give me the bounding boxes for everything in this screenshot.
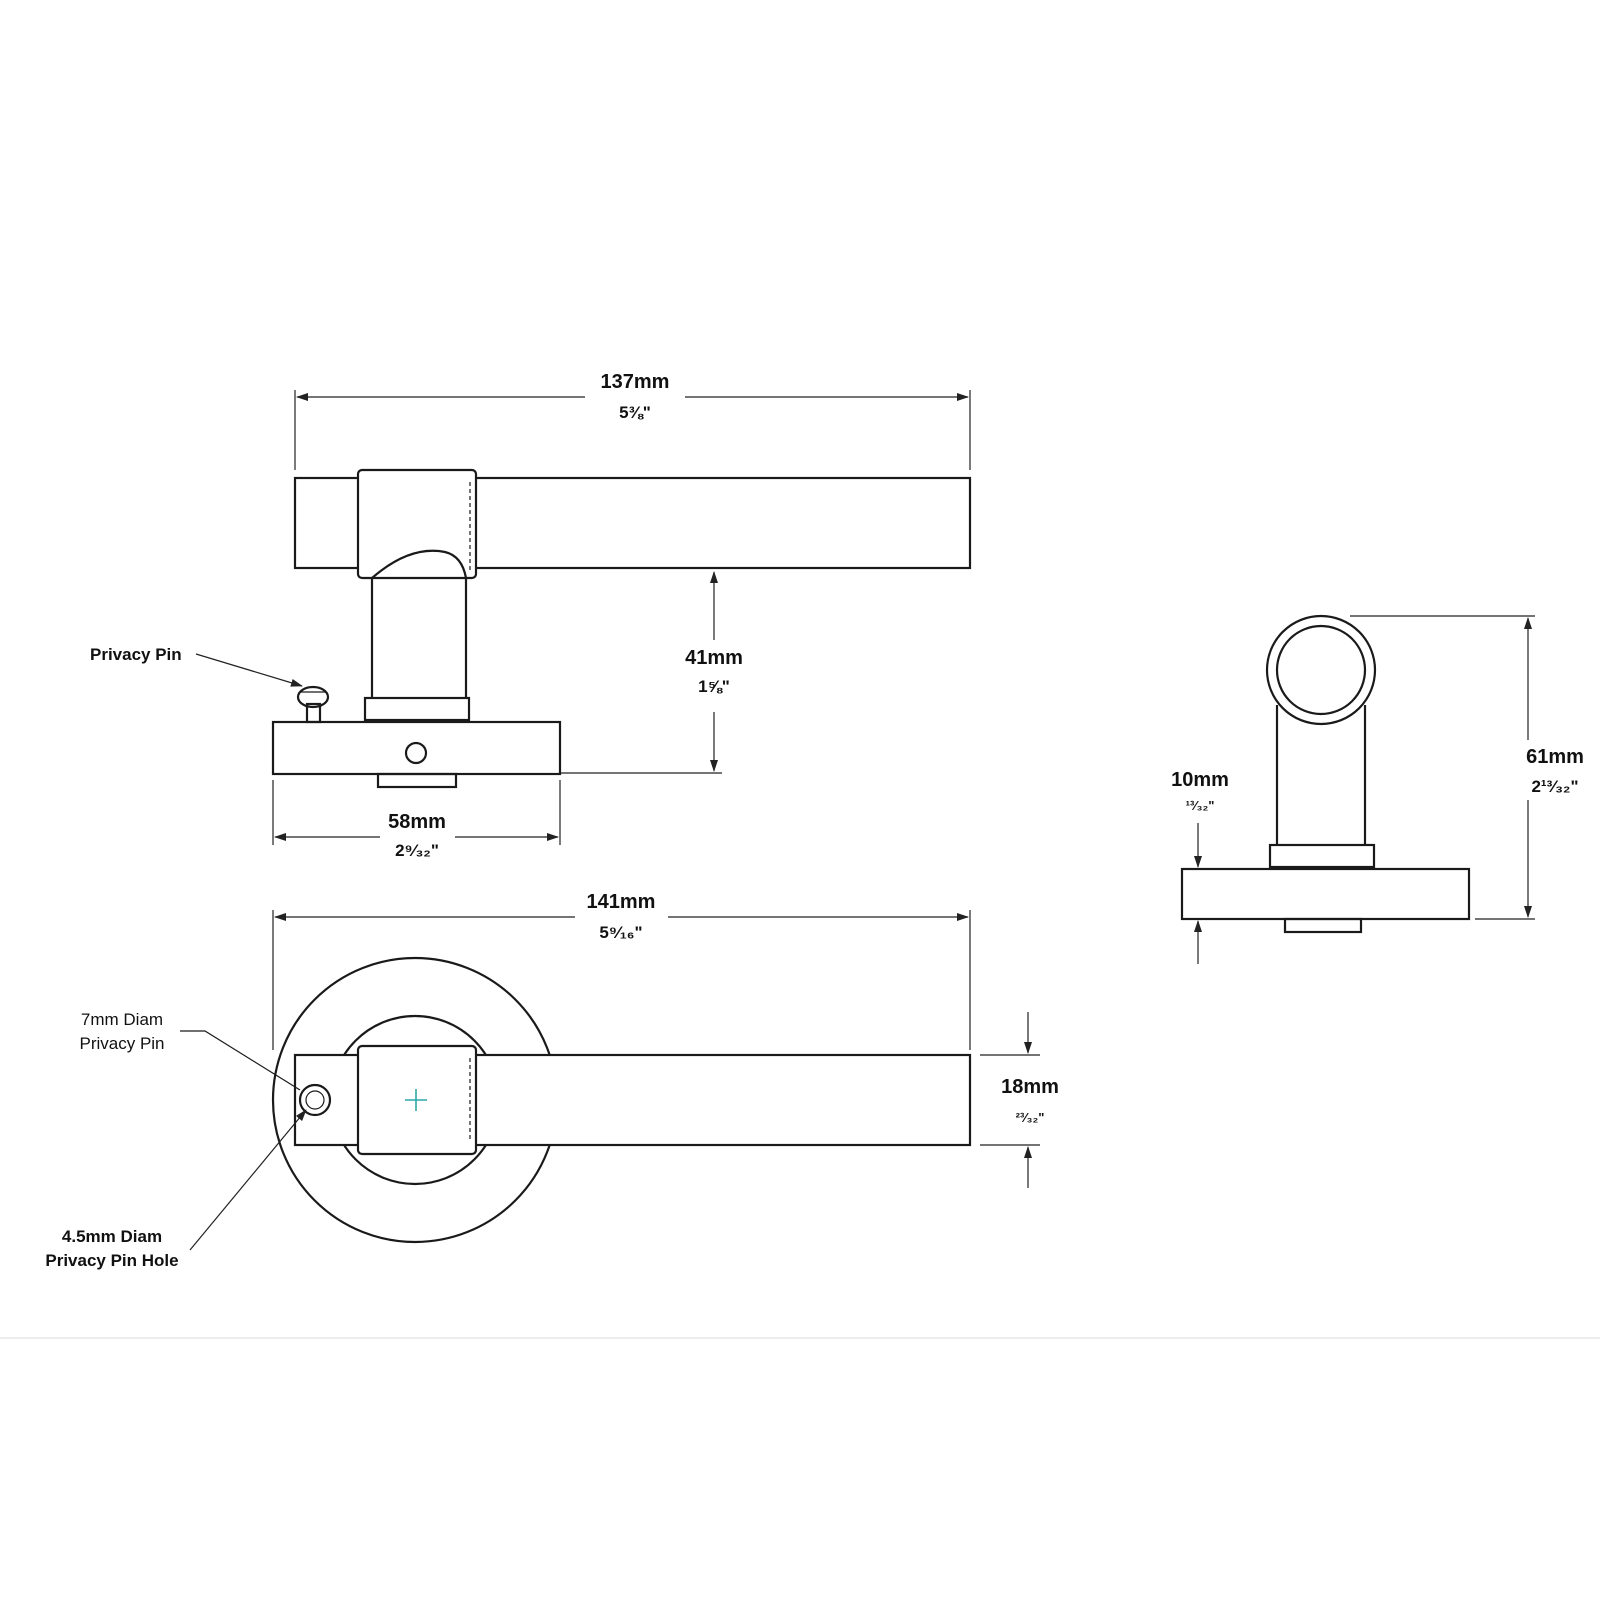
dim-141-mm: 141mm: [587, 891, 656, 913]
lever-end-inner: [1275, 624, 1367, 716]
dim-141: 141mm 5⁹⁄₁₆": [272, 891, 971, 1050]
privacy-pin-circle: [298, 1083, 332, 1117]
side-rose-plate: [1180, 867, 1471, 921]
pin-diam-line1: 7mm Diam: [81, 1010, 163, 1029]
plan-view: [271, 956, 972, 1244]
dim-10: 10mm ¹³⁄₃₂": [1171, 769, 1229, 964]
dim-58-inch: 2⁹⁄₃₂": [395, 841, 439, 860]
neck-base: [363, 696, 471, 722]
lever-end-outer: [1265, 614, 1377, 726]
side-spindle-tab: [1283, 917, 1363, 934]
side-view: [1180, 614, 1471, 934]
side-neck-base: [1268, 843, 1376, 869]
dim-141-inch: 5⁹⁄₁₆": [599, 923, 642, 942]
dim-61-inch: 2¹³⁄₃₂": [1531, 777, 1578, 796]
dim-18-inch: ²³⁄₃₂": [1016, 1110, 1045, 1125]
dim-137-inch: 5⅜": [619, 403, 651, 422]
dim-18: 18mm ²³⁄₃₂": [980, 1012, 1059, 1188]
center-mark: [405, 1089, 427, 1111]
callout-7mm-pin: 7mm Diam Privacy Pin: [79, 1010, 301, 1091]
dim-41-inch: 1⅝": [698, 677, 730, 696]
dim-61: 61mm 2¹³⁄₃₂": [1350, 615, 1584, 920]
dim-10-inch: ¹³⁄₃₂": [1186, 798, 1215, 813]
dim-61-mm: 61mm: [1526, 746, 1584, 768]
lever-bar: [293, 476, 972, 570]
dim-58-mm: 58mm: [388, 811, 446, 833]
hub-collar: [356, 468, 478, 580]
neck-curve: [371, 549, 468, 579]
dim-18-mm: 18mm: [1001, 1076, 1059, 1098]
spindle-tab: [376, 772, 458, 789]
rose-plate: [271, 720, 562, 776]
pin-hole-line2: Privacy Pin Hole: [45, 1251, 178, 1270]
privacy-pin-knob: [296, 685, 330, 724]
dim-10-mm: 10mm: [1171, 769, 1229, 791]
pin-hole-line1: 4.5mm Diam: [62, 1227, 162, 1246]
callout-45mm-hole: 4.5mm Diam Privacy Pin Hole: [45, 1109, 307, 1270]
dim-58: 58mm 2⁹⁄₃₂": [272, 780, 561, 860]
front-elevation-view: [271, 468, 972, 789]
pin-hole: [404, 741, 428, 765]
privacy-pin-label: Privacy Pin: [90, 645, 182, 664]
dim-137: 137mm 5⅜": [294, 371, 971, 470]
dim-41-mm: 41mm: [685, 647, 743, 669]
callout-privacy-pin: Privacy Pin: [90, 645, 303, 687]
dim-41: 41mm 1⅝": [560, 571, 743, 774]
dim-137-mm: 137mm: [601, 371, 670, 393]
pin-diam-line2: Privacy Pin: [79, 1034, 164, 1053]
privacy-pin-hole: [305, 1090, 325, 1110]
